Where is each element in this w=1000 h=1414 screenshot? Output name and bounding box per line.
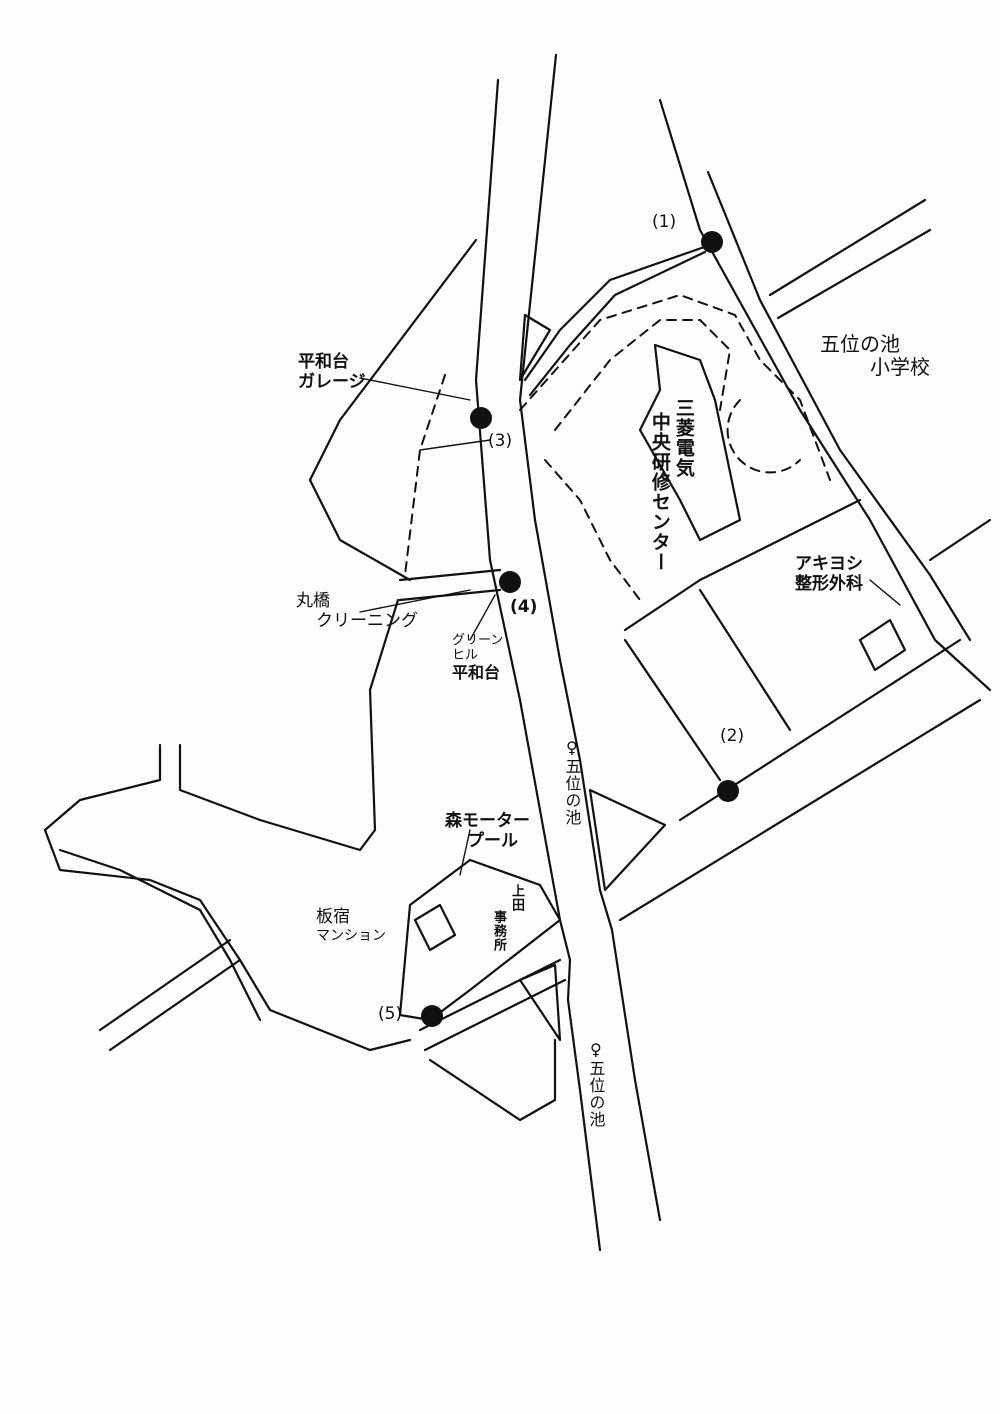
cleaning-label-line2: クリーニング bbox=[316, 610, 418, 631]
lower-left-diagonal-a bbox=[98, 938, 232, 1032]
motorpool-label: 森モーター プール bbox=[445, 811, 530, 851]
winding-path-c bbox=[58, 848, 262, 1022]
side-road-4-a bbox=[398, 568, 502, 582]
mitsubishi-label-line2: 中央研修センター bbox=[648, 412, 671, 572]
point-1-label: (1) bbox=[652, 212, 677, 232]
greenhill-label-line2: ヒル bbox=[452, 647, 479, 663]
point-5-marker[interactable] bbox=[421, 1005, 443, 1027]
point-4-marker[interactable] bbox=[499, 571, 521, 593]
far-right-road bbox=[928, 518, 992, 562]
office-label-line1: 上田 bbox=[508, 884, 524, 912]
garage-hatch bbox=[419, 439, 491, 451]
driveway-circle bbox=[726, 399, 801, 474]
upper-cross-road-b bbox=[776, 228, 932, 320]
lower-right-road-a bbox=[623, 498, 862, 632]
main-road-right-edge bbox=[518, 53, 662, 1222]
clinic-label-line1: アキヨシ bbox=[795, 554, 863, 574]
lower-right-road-d bbox=[618, 698, 982, 922]
greenhill-label-line3: 平和台 bbox=[452, 662, 501, 682]
school-label-line2: 小学校 bbox=[870, 355, 930, 379]
point-2-label: (2) bbox=[720, 726, 745, 746]
leader-motorpool bbox=[459, 829, 471, 876]
clinic-building bbox=[858, 618, 907, 672]
point-4-label: (4) bbox=[510, 597, 538, 617]
winding-path-b bbox=[178, 743, 377, 852]
research-center-building bbox=[638, 343, 742, 542]
bus-stop-upper-label: ♀五位の池 bbox=[562, 738, 582, 826]
leader-garage bbox=[359, 377, 471, 401]
point-2-marker[interactable] bbox=[717, 780, 739, 802]
driveway-inner bbox=[554, 319, 732, 431]
mansion-building bbox=[413, 903, 457, 952]
garage-label-line1: 平和台 bbox=[298, 352, 349, 372]
upper-triangle bbox=[518, 313, 552, 382]
leader-greenhill bbox=[469, 594, 496, 641]
greenhill-label-line1: グリーン bbox=[452, 633, 504, 648]
clinic-label-line2: 整形外科 bbox=[795, 573, 863, 594]
lower-right-block-div bbox=[698, 588, 792, 732]
motorpool-label-line2: プール bbox=[467, 830, 518, 851]
lower-left-diagonal-b bbox=[108, 958, 242, 1052]
school-label-line1: 五位の池 bbox=[820, 332, 900, 356]
winding-path-a bbox=[43, 743, 412, 1052]
lower-wedge bbox=[428, 1038, 557, 1122]
right-road-edge-a bbox=[658, 98, 992, 692]
driveway-outer bbox=[519, 293, 831, 481]
garage-label: 平和台 ガレージ bbox=[298, 352, 366, 392]
driveway-curve bbox=[544, 459, 641, 601]
right-road-edge-b bbox=[706, 170, 972, 642]
mitsubishi-label-line1: 三菱電気 bbox=[672, 398, 695, 478]
garage-dashed bbox=[404, 374, 446, 576]
lower-triangle bbox=[518, 963, 562, 1042]
road-to-point-1-b bbox=[528, 250, 707, 397]
cleaning-label: 丸橋 クリーニング bbox=[296, 591, 418, 631]
leader-clinic bbox=[869, 579, 901, 606]
school-label: 五位の池 小学校 bbox=[820, 333, 930, 379]
cleaning-label-line1: 丸橋 bbox=[296, 591, 330, 611]
side-road-4-c bbox=[368, 598, 400, 832]
clinic-label: アキヨシ 整形外科 bbox=[795, 554, 863, 594]
left-boundary bbox=[308, 238, 478, 582]
point-3-marker[interactable] bbox=[470, 407, 492, 429]
road-to-point-1-a bbox=[523, 243, 712, 382]
mansion-label-line2: マンション bbox=[316, 927, 386, 944]
motorpool-label-line1: 森モーター bbox=[445, 811, 530, 831]
garage-label-line2: ガレージ bbox=[298, 371, 366, 392]
leader-cleaning bbox=[359, 589, 471, 613]
lower-right-road-b bbox=[623, 638, 722, 782]
lower-road-b bbox=[423, 978, 567, 1052]
side-road-4-b bbox=[398, 588, 502, 602]
upper-cross-road-a bbox=[768, 198, 927, 297]
mid-triangle bbox=[588, 788, 667, 892]
bus-stop-lower-label: ♀五位の池 bbox=[586, 1040, 606, 1128]
mansion-label-line1: 板宿 bbox=[316, 907, 350, 927]
mansion-label: 板宿 マンション bbox=[316, 907, 386, 944]
greenhill-label: グリーン ヒル 平和台 bbox=[452, 633, 504, 682]
point-1-marker[interactable] bbox=[701, 231, 723, 253]
point-3-label: (3) bbox=[488, 431, 513, 451]
office-label-line2: 事務所 bbox=[490, 910, 506, 952]
point-5-label: (5) bbox=[378, 1004, 403, 1024]
